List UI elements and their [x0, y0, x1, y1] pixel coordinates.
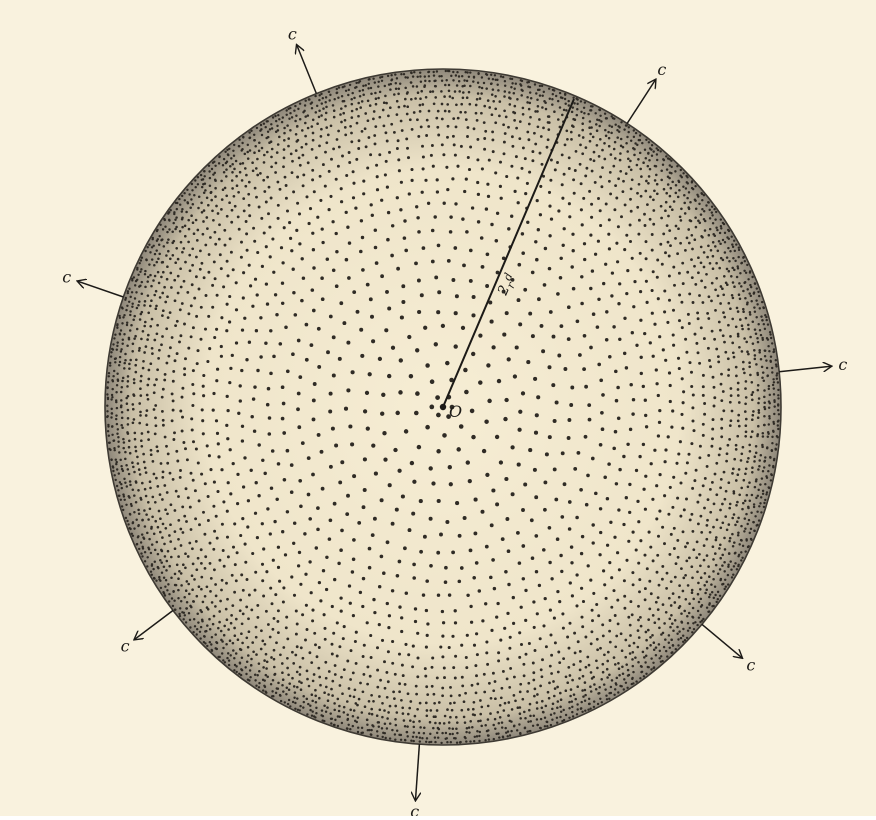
- arrow-label-7: c: [410, 802, 419, 816]
- arrow-label-4: c: [838, 355, 847, 374]
- center-label: O: [449, 402, 462, 421]
- arrow-label-1: c: [288, 24, 297, 43]
- arrow-label-6: c: [746, 655, 755, 674]
- arrow-label-2: c: [657, 60, 666, 79]
- arrow-label-5: c: [121, 637, 130, 656]
- arrow-label-3: c: [62, 267, 71, 286]
- center-point: [440, 404, 446, 410]
